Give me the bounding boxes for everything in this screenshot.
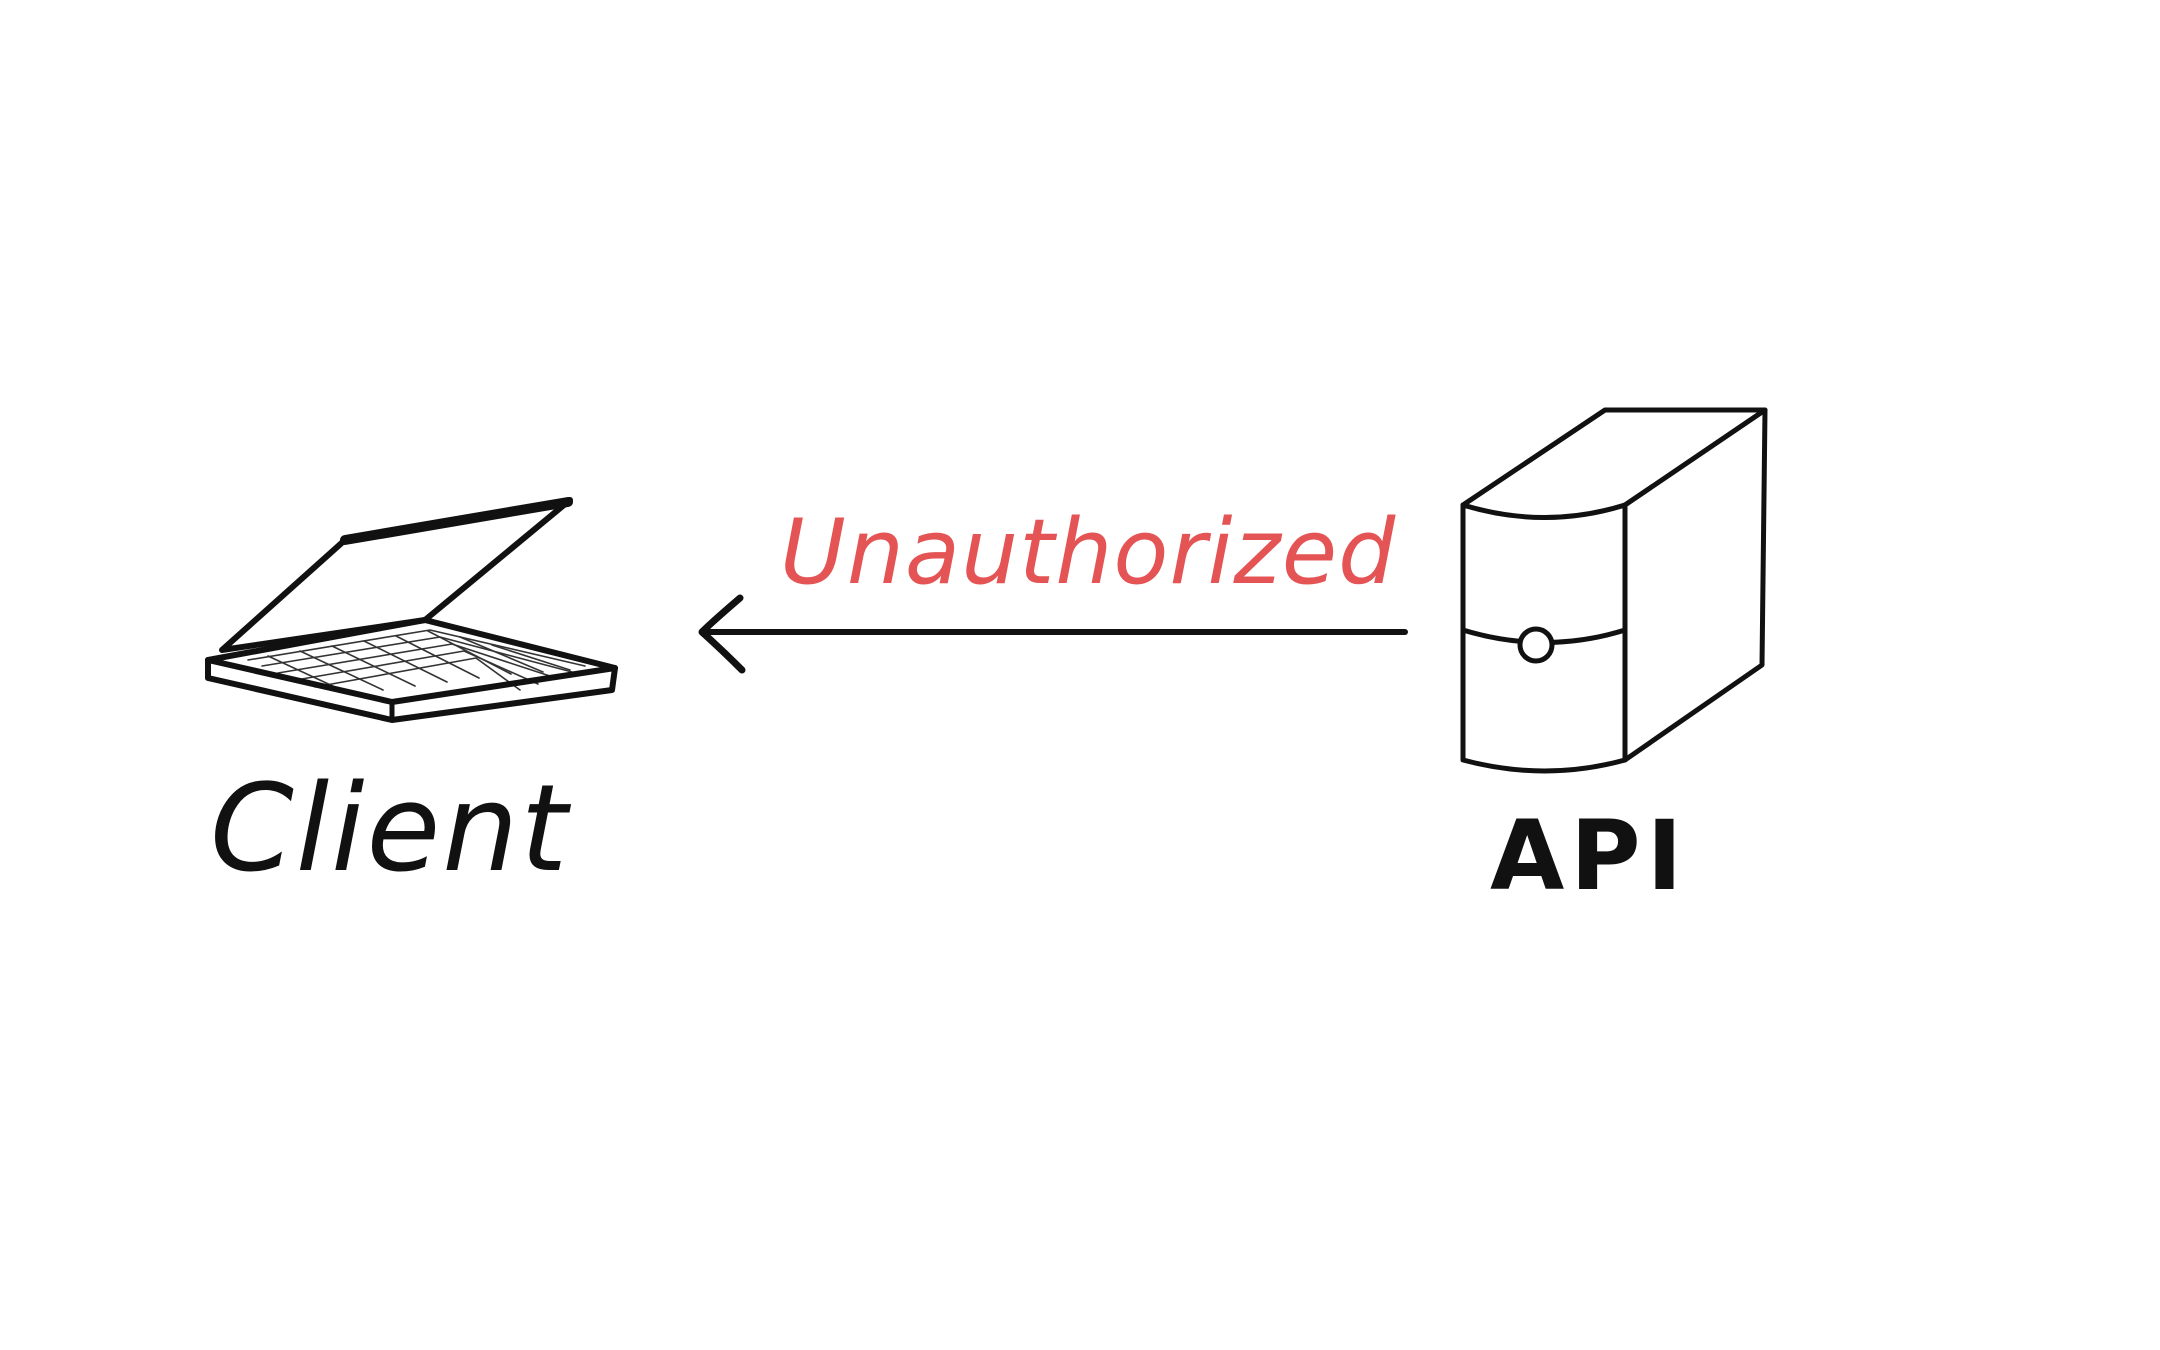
arrow-left-icon [698,594,1408,674]
laptop-icon [205,497,618,723]
node-label-client: Client [210,760,570,899]
node-label-api: API [1490,800,1689,912]
edge-label-unauthorized: Unauthorized [780,500,1397,605]
server-tower-icon [1460,407,1768,774]
